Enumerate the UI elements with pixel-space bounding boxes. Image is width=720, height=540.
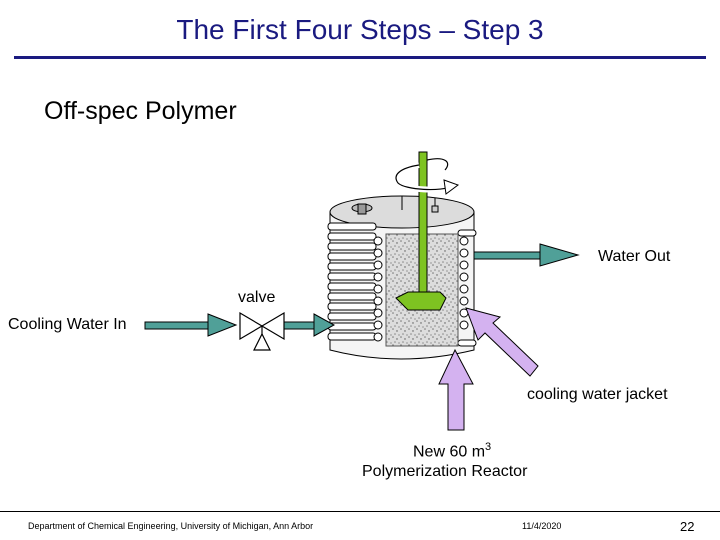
jacket-pointer-arrow (438, 348, 474, 431)
valve-label: valve (238, 289, 276, 306)
title-underline (14, 56, 706, 59)
slide-subtitle: Off-spec Polymer (44, 97, 237, 125)
footer-divider (0, 511, 720, 512)
water-out-label: Water Out (598, 248, 671, 265)
valve-icon (239, 311, 285, 351)
cooling-water-in-pipe (144, 313, 336, 337)
cooling-water-in-label: Cooling Water In (8, 316, 127, 333)
cooling-coils (327, 222, 477, 347)
jacket-pointer-arrow (465, 307, 539, 377)
reactor-caption-line1: New 60 m3 (413, 441, 492, 461)
cooling-water-jacket-label: cooling water jacket (527, 386, 668, 403)
reactor-caption-line2: Polymerization Reactor (362, 463, 528, 480)
water-out-pipe (473, 243, 580, 267)
footer-department: Department of Chemical Engineering, Univ… (28, 521, 314, 531)
slide-title: The First Four Steps – Step 3 (176, 14, 544, 45)
rotation-arrow-icon (393, 158, 460, 195)
page-number: 22 (680, 519, 695, 534)
lid-fittings (351, 196, 439, 215)
footer-date: 11/4/2020 (522, 521, 562, 531)
agitator (395, 151, 447, 311)
